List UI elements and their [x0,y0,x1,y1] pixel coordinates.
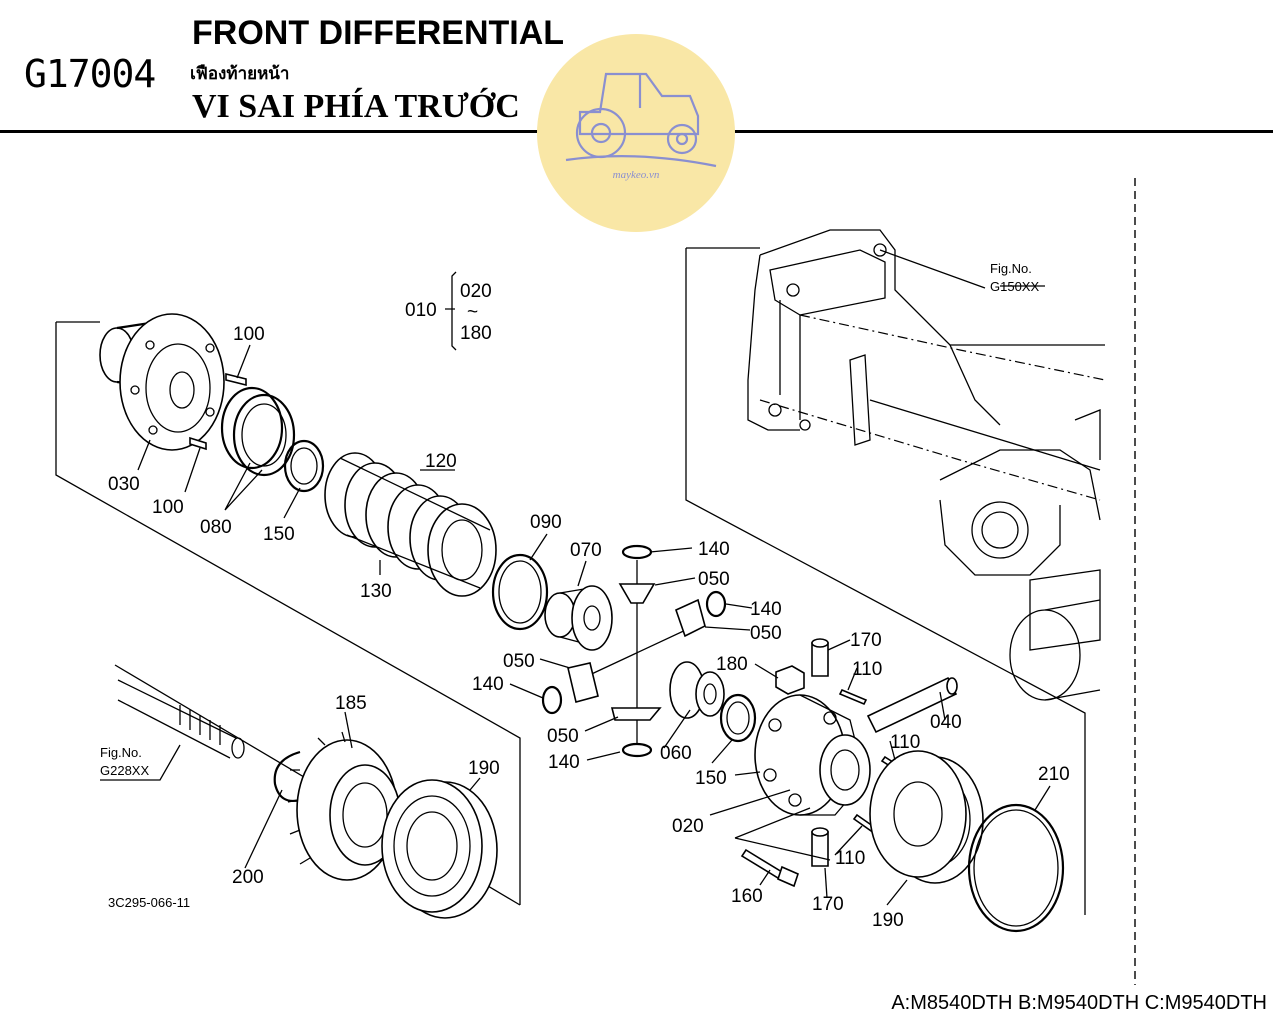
label-100-bottom: 100 [152,497,184,518]
part-030-hub [99,313,225,451]
part-150-washer-right [719,693,757,743]
label-010: 010 [405,300,437,321]
label-090: 090 [530,512,562,533]
label-060: 060 [660,743,692,764]
part-labels: 010 020 ~ 180 100 030 100 080 150 120 13… [100,261,1070,931]
watermark-text: maykeo.vn [613,169,660,181]
part-150-washer [283,439,325,493]
part-060-side-gear [669,661,725,719]
part-090-ring [491,553,549,631]
part-080-seals [220,386,296,477]
leader-lines [100,249,1051,906]
part-050-pinion-gears [567,583,706,721]
label-140-top: 140 [698,539,730,560]
label-140-right: 140 [750,599,782,620]
label-180: 180 [716,654,748,675]
label-050-top: 050 [698,569,730,590]
part-180-block [775,665,805,695]
label-020: 020 [672,816,704,837]
label-110-top: 110 [852,659,882,680]
label-050-left: 050 [503,651,535,672]
axle-housing [747,229,1106,701]
drawing-number: 3C295-066-11 [108,895,190,910]
label-100-top: 100 [233,324,265,345]
part-210-ring [967,803,1065,933]
figure-code: G17004 [24,52,156,96]
part-070-side-gear [544,585,613,651]
label-040: 040 [930,712,962,733]
title-vietnamese: VI SAI PHÍA TRƯỚC [192,88,520,125]
figure-ref-shaft-line1: Fig.No. [100,745,142,760]
label-080: 080 [200,517,232,538]
label-160: 160 [731,886,763,907]
label-140-left: 140 [472,674,504,695]
label-210: 210 [1038,764,1070,785]
part-170-pins [811,638,829,867]
label-140-bottom: 140 [548,752,580,773]
label-030: 030 [108,474,140,495]
label-150-left: 150 [263,524,295,545]
part-160-bolt [740,848,799,888]
label-170-bottom: 170 [812,894,844,915]
part-140-thrust-washers [541,544,727,758]
label-range-symbol: ~ [467,302,478,323]
part-040-shaft [866,676,958,734]
label-130: 130 [360,581,392,602]
tractor-icon [565,72,717,168]
part-190-bearing-left [381,779,498,919]
label-110-middle: 110 [890,732,920,753]
watermark-logo: maykeo.vn [537,34,735,232]
label-050-right: 050 [750,623,782,644]
label-150-right: 150 [695,768,727,789]
axle-shaft [117,679,245,759]
label-020-range: 020 [460,281,492,302]
label-190-left: 190 [468,758,500,779]
label-185: 185 [335,693,367,714]
label-180-range: 180 [460,323,492,344]
part-100-pins [189,372,247,451]
label-200: 200 [232,867,264,888]
label-070: 070 [570,540,602,561]
figure-ref-housing-line2: G150XX [990,279,1039,294]
label-120: 120 [425,451,457,472]
part-020-differential-case [754,694,871,816]
part-120-130-clutch-pack [324,452,497,597]
figure-ref-housing-line1: Fig.No. [990,261,1032,276]
part-190-bearing-right [869,750,984,884]
title-english: FRONT DIFFERENTIAL [192,14,565,52]
assembly-frame-right [685,247,1086,915]
label-170-top: 170 [850,630,882,651]
label-050-bottom: 050 [547,726,579,747]
label-110-bottom: 110 [835,848,865,869]
title-thai: เฟืองท้ายหน้า [190,64,290,84]
figure-ref-shaft-line2: G228XX [100,763,149,778]
label-190-right: 190 [872,910,904,931]
applicable-models: A:M8540DTH B:M9540DTH C:M9540DTH [891,992,1267,1014]
